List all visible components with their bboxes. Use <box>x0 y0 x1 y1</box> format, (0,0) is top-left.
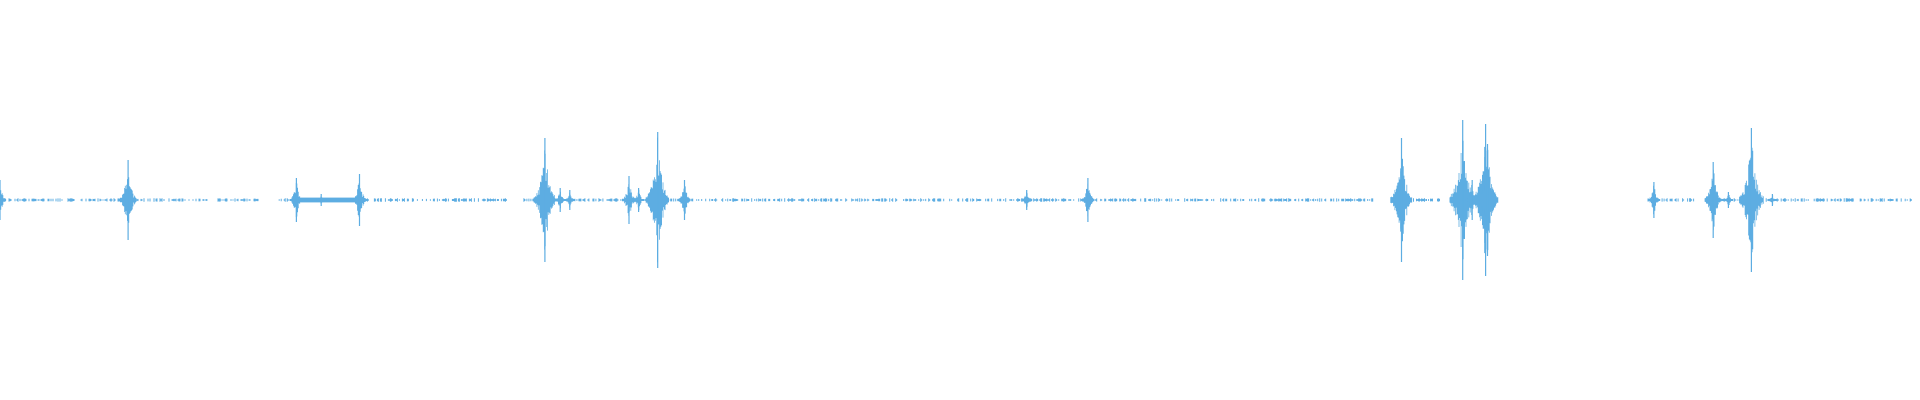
waveform-burst <box>1081 178 1095 222</box>
waveform-burst <box>289 178 303 222</box>
burst-path <box>1390 158 1413 242</box>
waveform-burst <box>677 180 691 220</box>
burst-path <box>645 137 669 263</box>
burst-path <box>1704 169 1722 231</box>
waveform-burst <box>1477 144 1499 256</box>
waveform-burst <box>352 174 367 226</box>
noise-path <box>1682 198 1695 202</box>
waveform-burst <box>1767 194 1778 206</box>
waveform-burst <box>1723 192 1734 208</box>
noise-segment <box>1682 198 1695 202</box>
burst-path <box>352 183 367 217</box>
waveform-burst <box>554 188 566 212</box>
waveform-burst <box>0 180 7 220</box>
waveform-burst <box>564 190 575 210</box>
burst-path <box>1739 147 1764 253</box>
noise-segment <box>657 198 1374 202</box>
waveform-burst <box>1647 182 1661 218</box>
burst-path <box>1477 149 1499 251</box>
waveform-burst <box>632 188 645 212</box>
noise-path <box>657 198 1374 202</box>
burst-path <box>533 150 556 250</box>
noise-segment <box>278 198 289 202</box>
burst-path <box>119 160 137 240</box>
waveform-burst <box>645 132 669 268</box>
waveform-burst <box>316 194 327 206</box>
waveform-burst <box>1704 162 1722 238</box>
waveform-burst <box>533 138 556 262</box>
waveform-burst <box>1021 190 1032 210</box>
waveform-burst <box>1390 138 1413 262</box>
burst-path <box>0 185 7 215</box>
waveform-burst <box>1739 128 1764 272</box>
noise-path <box>278 198 289 202</box>
sustained-segment <box>296 197 360 203</box>
waveform-burst <box>119 160 137 240</box>
